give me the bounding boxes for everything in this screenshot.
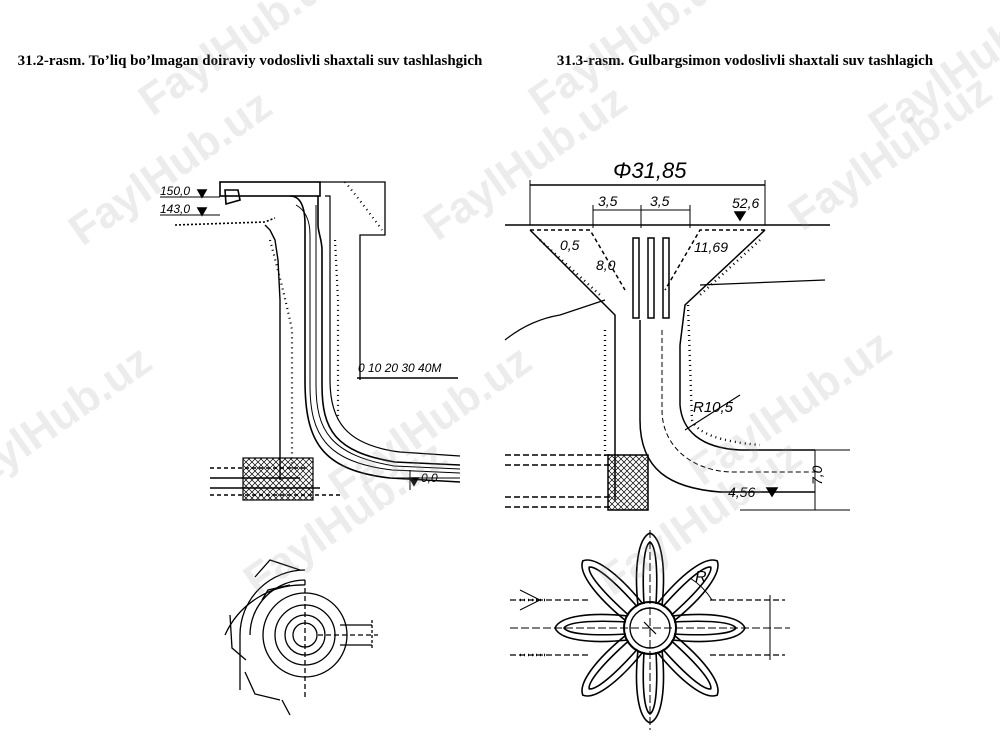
right-width-a: 3,5 [598,193,618,209]
right-depth: 11,69 [694,239,728,255]
left-section-drawing [160,181,461,501]
right-level-top: 52,6 [732,195,759,211]
right-radius: R10,5 [693,399,734,416]
caption-right: 31.3-rasm. Gulbargsimon vodoslivli shaxt… [556,53,934,69]
right-width-b: 3,5 [650,193,670,209]
flower-petals [554,532,746,724]
right-plan-radius: R [695,569,707,586]
right-height: 7,0 [809,465,825,485]
right-level-bottom: 4,56 [728,484,755,500]
left-level-bottom: 0,0 [421,471,438,485]
right-slope-a: 0,5 [560,237,580,253]
right-section-drawing [504,180,850,511]
right-slope-b: 8,0 [596,257,616,273]
left-plan-drawing [224,559,378,716]
left-level-second: 143,0 [160,202,190,216]
caption-left: 31.2-rasm. To’liq bo’lmagan doiraviy vod… [17,53,483,69]
right-diameter-label: Φ31,85 [613,158,687,183]
right-plan-drawing [510,530,790,730]
left-level-top: 150,0 [160,184,190,198]
left-scale-bar-label: 0 10 20 30 40M [358,361,441,375]
